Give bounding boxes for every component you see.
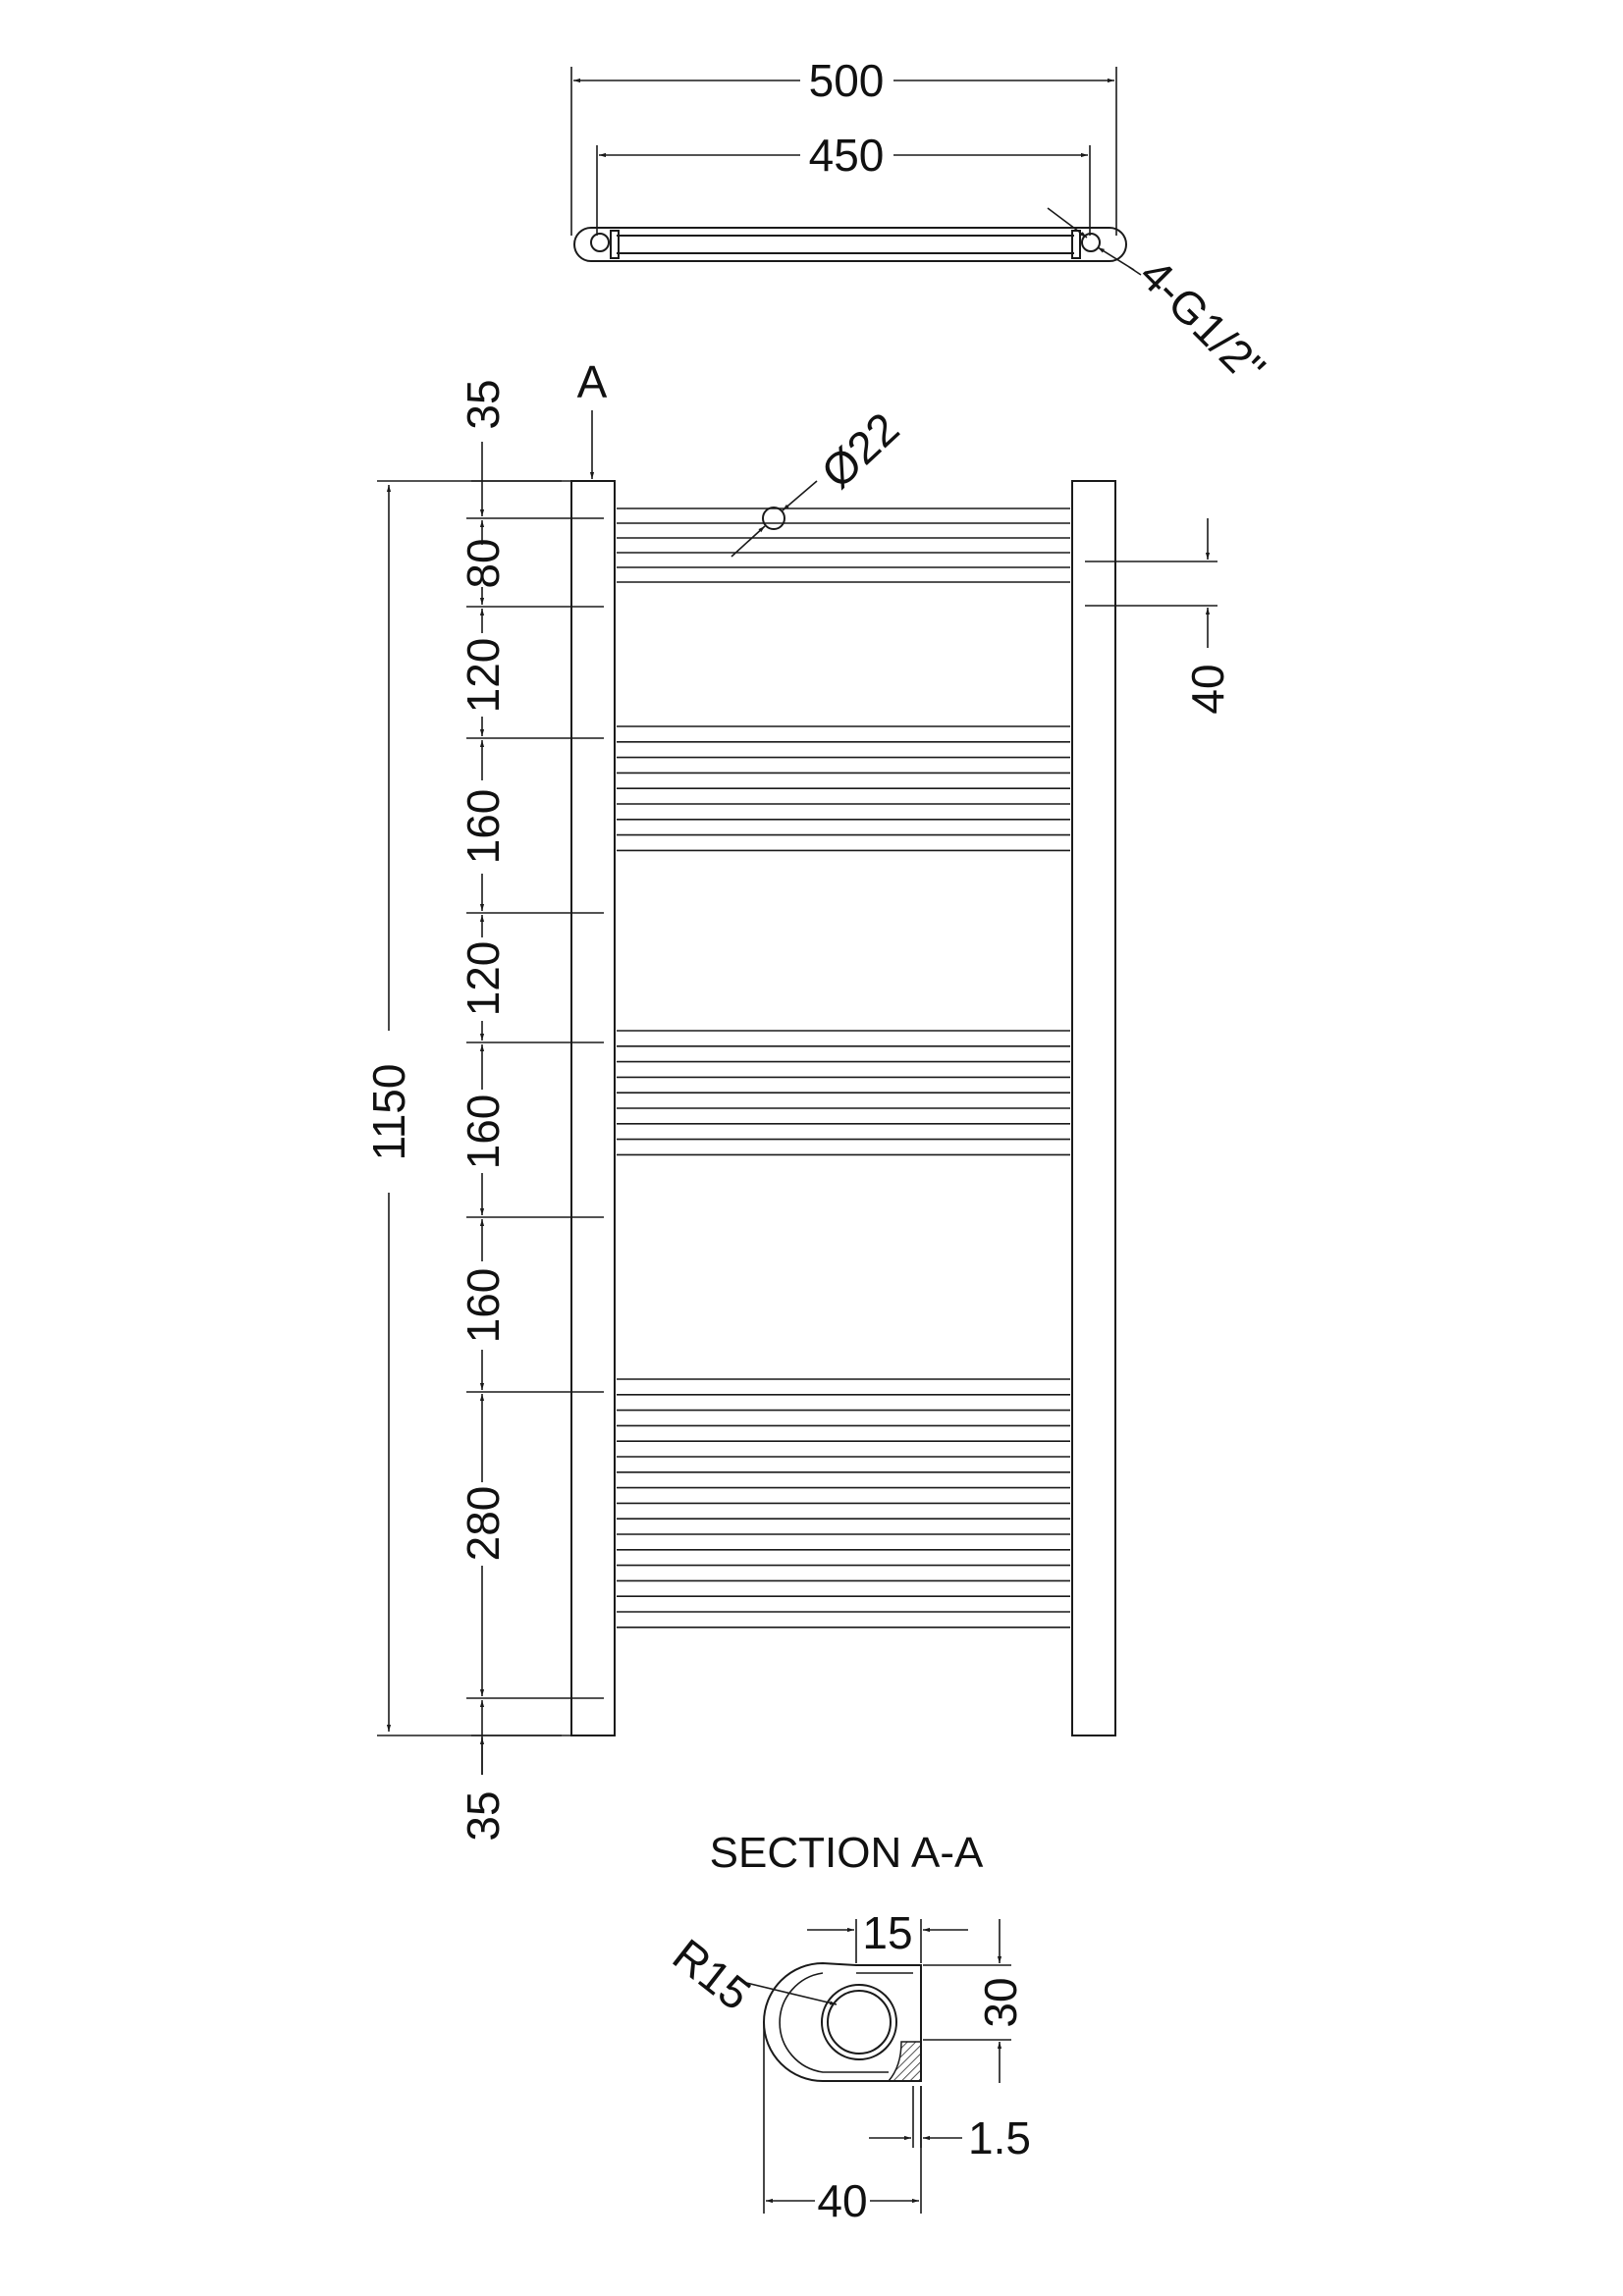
section-tube-inner — [827, 1990, 892, 2055]
cross-bars — [617, 507, 1070, 1629]
top-rail-outline — [573, 227, 1127, 262]
section-title: SECTION A-A — [710, 1829, 984, 1877]
right-connection-circle — [1081, 233, 1101, 252]
tube-diameter-label: Ø22 — [811, 402, 908, 498]
dim-side-5: 160 — [458, 1095, 509, 1170]
front-view: A Ø22 1150 40 35 80 120 160 120 — [363, 356, 1233, 1842]
dim-overall-width: 500 — [809, 55, 885, 106]
dim-side-8: 35 — [458, 1790, 509, 1841]
section-marker-label: A — [577, 356, 608, 407]
left-side-rail — [570, 480, 616, 1736]
tube-circle — [762, 507, 785, 530]
dim-side-7: 280 — [458, 1486, 509, 1562]
dim-centers-width: 450 — [809, 130, 885, 181]
dim-side-1: 80 — [458, 538, 509, 588]
dim-side-0: 35 — [458, 379, 509, 429]
section-tube-outer — [821, 1984, 897, 2060]
top-view: 500 450 4-G1/2" — [570, 55, 1275, 394]
section-hatch — [887, 2041, 922, 2082]
dim-side-4: 120 — [458, 941, 509, 1017]
section-height-label: 30 — [975, 1977, 1026, 2027]
connection-spec-label: 4-G1/2" — [1130, 248, 1275, 394]
section-width-label: 40 — [817, 2175, 867, 2226]
right-side-rail — [1071, 480, 1116, 1736]
dim-side-3: 160 — [458, 789, 509, 865]
left-connection-circle — [590, 233, 610, 252]
section-a-a: SECTION A-A R15 15 30 1.5 40 — [664, 1829, 1031, 2226]
section-wall-label: 1.5 — [968, 2112, 1031, 2163]
dim-rail-gap: 40 — [1182, 664, 1233, 714]
dim-overall-height: 1150 — [363, 1064, 414, 1161]
tube-diameter-callout: Ø22 — [730, 402, 908, 558]
section-radius-label: R15 — [664, 1929, 761, 2020]
dim-side-2: 120 — [458, 638, 509, 714]
dim-side-6: 160 — [458, 1268, 509, 1344]
section-offset-label: 15 — [862, 1907, 912, 1958]
